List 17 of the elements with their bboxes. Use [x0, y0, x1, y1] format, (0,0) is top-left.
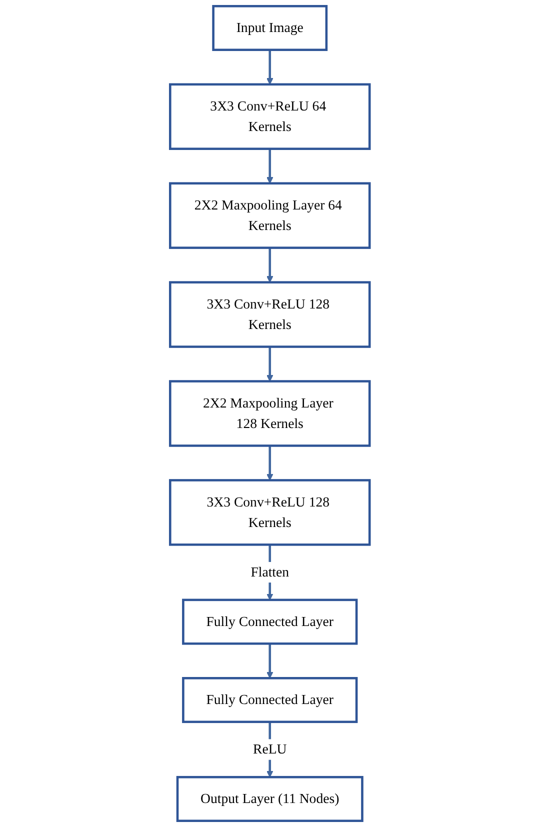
node-box: 3X3 Conv+ReLU 64 Kernels [168, 83, 370, 150]
edge-label: Flatten [250, 564, 289, 580]
arrow [266, 446, 273, 481]
node-box: Fully Connected Layer [182, 677, 358, 724]
node-box: 2X2 Maxpooling Layer 128 Kernels [168, 380, 370, 447]
arrow [266, 644, 273, 678]
node-box: 3X3 Conv+ReLU 128 Kernels [168, 281, 370, 348]
arrow [266, 50, 273, 85]
node-box: Fully Connected Layer [182, 598, 358, 645]
arrow [266, 148, 273, 184]
node-box: 2X2 Maxpooling Layer 64 Kernels [168, 182, 370, 249]
edge-label: ReLU [252, 741, 286, 757]
node-box: Input Image [212, 4, 328, 52]
node-box: Output Layer (11 Nodes) [176, 776, 363, 822]
arrow [266, 248, 273, 283]
arrow [266, 346, 273, 382]
node-box: 3X3 Conv+ReLU 128 Kernels [168, 479, 370, 546]
